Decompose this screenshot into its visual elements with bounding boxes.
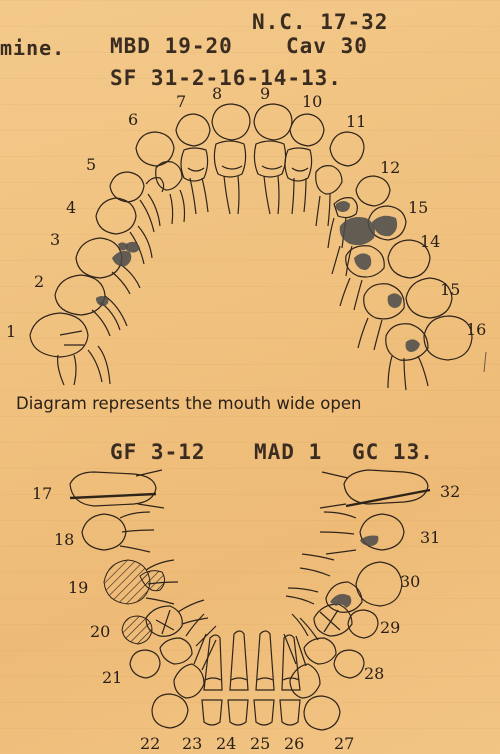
lower-arch — [70, 470, 430, 730]
tooth-18 — [82, 512, 154, 552]
tooth-31 — [320, 512, 404, 554]
upper-arch — [30, 104, 472, 390]
margin-mark — [484, 352, 486, 372]
tooth-29 — [286, 588, 378, 638]
tooth-32 — [320, 470, 430, 508]
tooth-9 — [254, 104, 292, 214]
tooth-7 — [176, 114, 210, 214]
tooth-25 — [254, 631, 274, 725]
tooth-20 — [122, 600, 208, 644]
tooth-14 — [340, 240, 430, 310]
tooth-28 — [292, 614, 364, 678]
tooth-17 — [70, 470, 164, 508]
tooth-2 — [55, 275, 127, 336]
tooth-22 — [152, 634, 216, 728]
tooth-8 — [212, 104, 250, 214]
tooth-16 — [386, 316, 472, 390]
tooth-27 — [284, 634, 340, 730]
tooth-30 — [300, 554, 402, 612]
tooth-15 — [358, 278, 452, 350]
tooth-19 — [104, 560, 178, 604]
tooth-10 — [285, 114, 324, 214]
tooth-1 — [30, 313, 110, 385]
tooth-24 — [228, 631, 248, 725]
tooth-5 — [110, 172, 164, 232]
